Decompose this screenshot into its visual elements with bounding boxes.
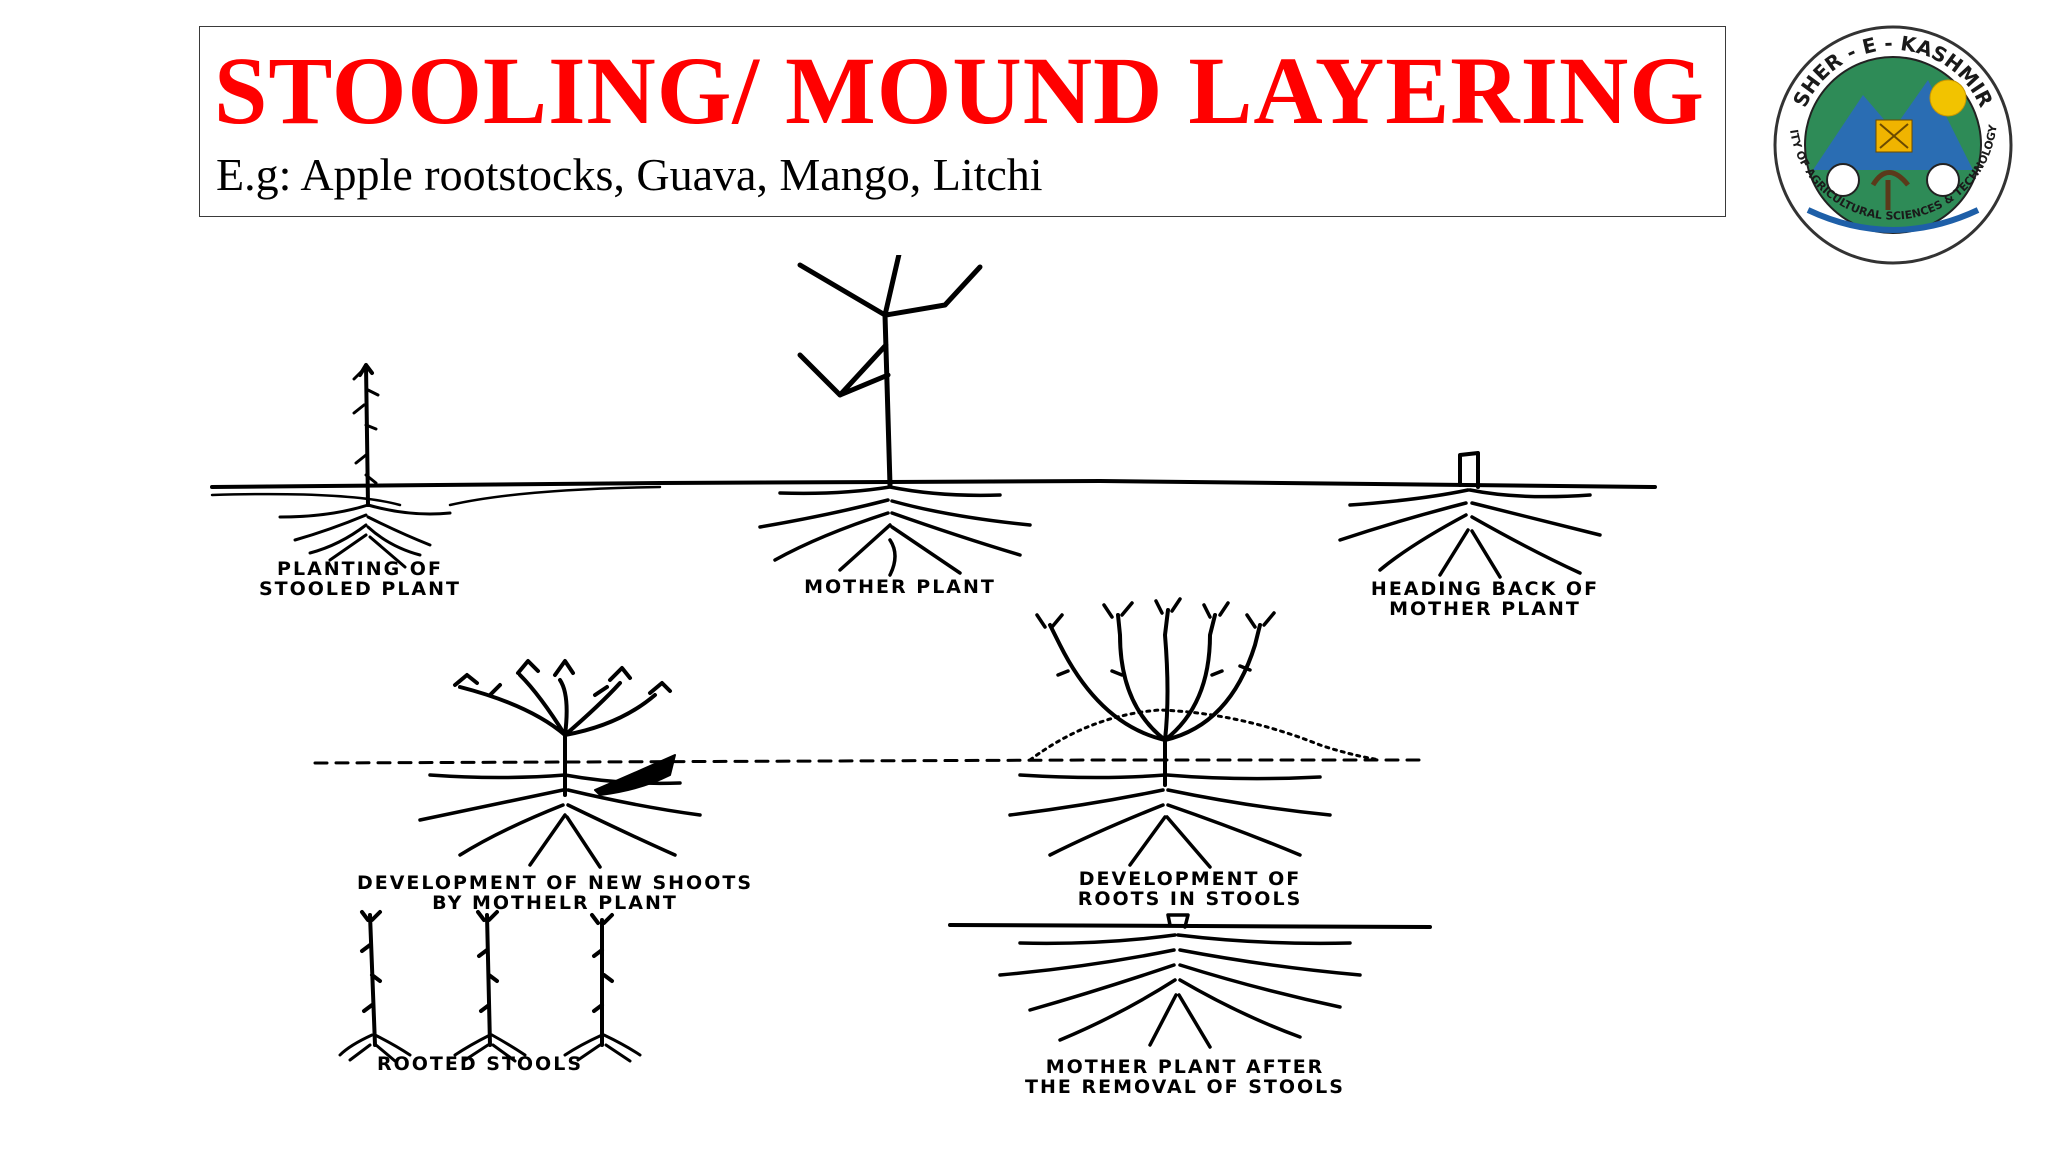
label-after-1: MOTHER PLANT AFTER bbox=[1046, 1056, 1325, 1078]
soil-mound bbox=[1028, 708, 1382, 762]
ground-line bbox=[210, 479, 1657, 489]
label-mother: MOTHER PLANT bbox=[804, 576, 996, 598]
heading-back-mother-plant: HEADING BACK OF MOTHER PLANT bbox=[1338, 451, 1602, 620]
university-logo: SHER - E - KASHMIR UNIVERSITY OF AGRICUL… bbox=[1768, 20, 2013, 265]
label-roots-2: ROOTS IN STOOLS bbox=[1078, 888, 1303, 910]
rooted-stools: ROOTED STOOLS bbox=[338, 910, 642, 1075]
label-roots-1: DEVELOPMENT OF bbox=[1079, 868, 1301, 890]
rooted-stool bbox=[453, 910, 527, 1063]
label-after-2: THE REMOVAL OF STOOLS bbox=[1025, 1076, 1345, 1098]
stooling-diagram: PLANTING OF STOOLED PLANT MOTHER PLANT H… bbox=[210, 255, 1657, 1098]
label-heading-1: HEADING BACK OF bbox=[1371, 578, 1599, 600]
label-rooted: ROOTED STOOLS bbox=[377, 1053, 583, 1075]
mother-plant-after-removal: MOTHER PLANT AFTER THE REMOVAL OF STOOLS bbox=[948, 913, 1432, 1098]
mound-ground-line bbox=[313, 758, 1422, 765]
planting-stooled-plant: PLANTING OF STOOLED PLANT bbox=[259, 363, 461, 600]
rooted-stool bbox=[563, 913, 642, 1063]
roots-in-stools-development: DEVELOPMENT OF ROOTS IN STOOLS bbox=[1008, 597, 1382, 910]
title-box: STOOLING/ MOUND LAYERING E.g: Apple root… bbox=[199, 26, 1726, 217]
slide-title: STOOLING/ MOUND LAYERING bbox=[214, 37, 1705, 144]
rooted-stool bbox=[338, 910, 412, 1063]
slide-subtitle: E.g: Apple rootstocks, Guava, Mango, Lit… bbox=[216, 149, 1043, 200]
label-shoots-2: BY MOTHELR PLANT bbox=[432, 892, 678, 914]
label-shoots-1: DEVELOPMENT OF NEW SHOOTS bbox=[357, 872, 753, 894]
label-heading-2: MOTHER PLANT bbox=[1389, 598, 1581, 620]
mother-plant: MOTHER PLANT bbox=[758, 255, 1032, 598]
label-planting-2: STOOLED PLANT bbox=[259, 578, 461, 600]
label-planting-1: PLANTING OF bbox=[277, 558, 443, 580]
new-shoots-development: DEVELOPMENT OF NEW SHOOTS BY MOTHELR PLA… bbox=[357, 659, 753, 914]
